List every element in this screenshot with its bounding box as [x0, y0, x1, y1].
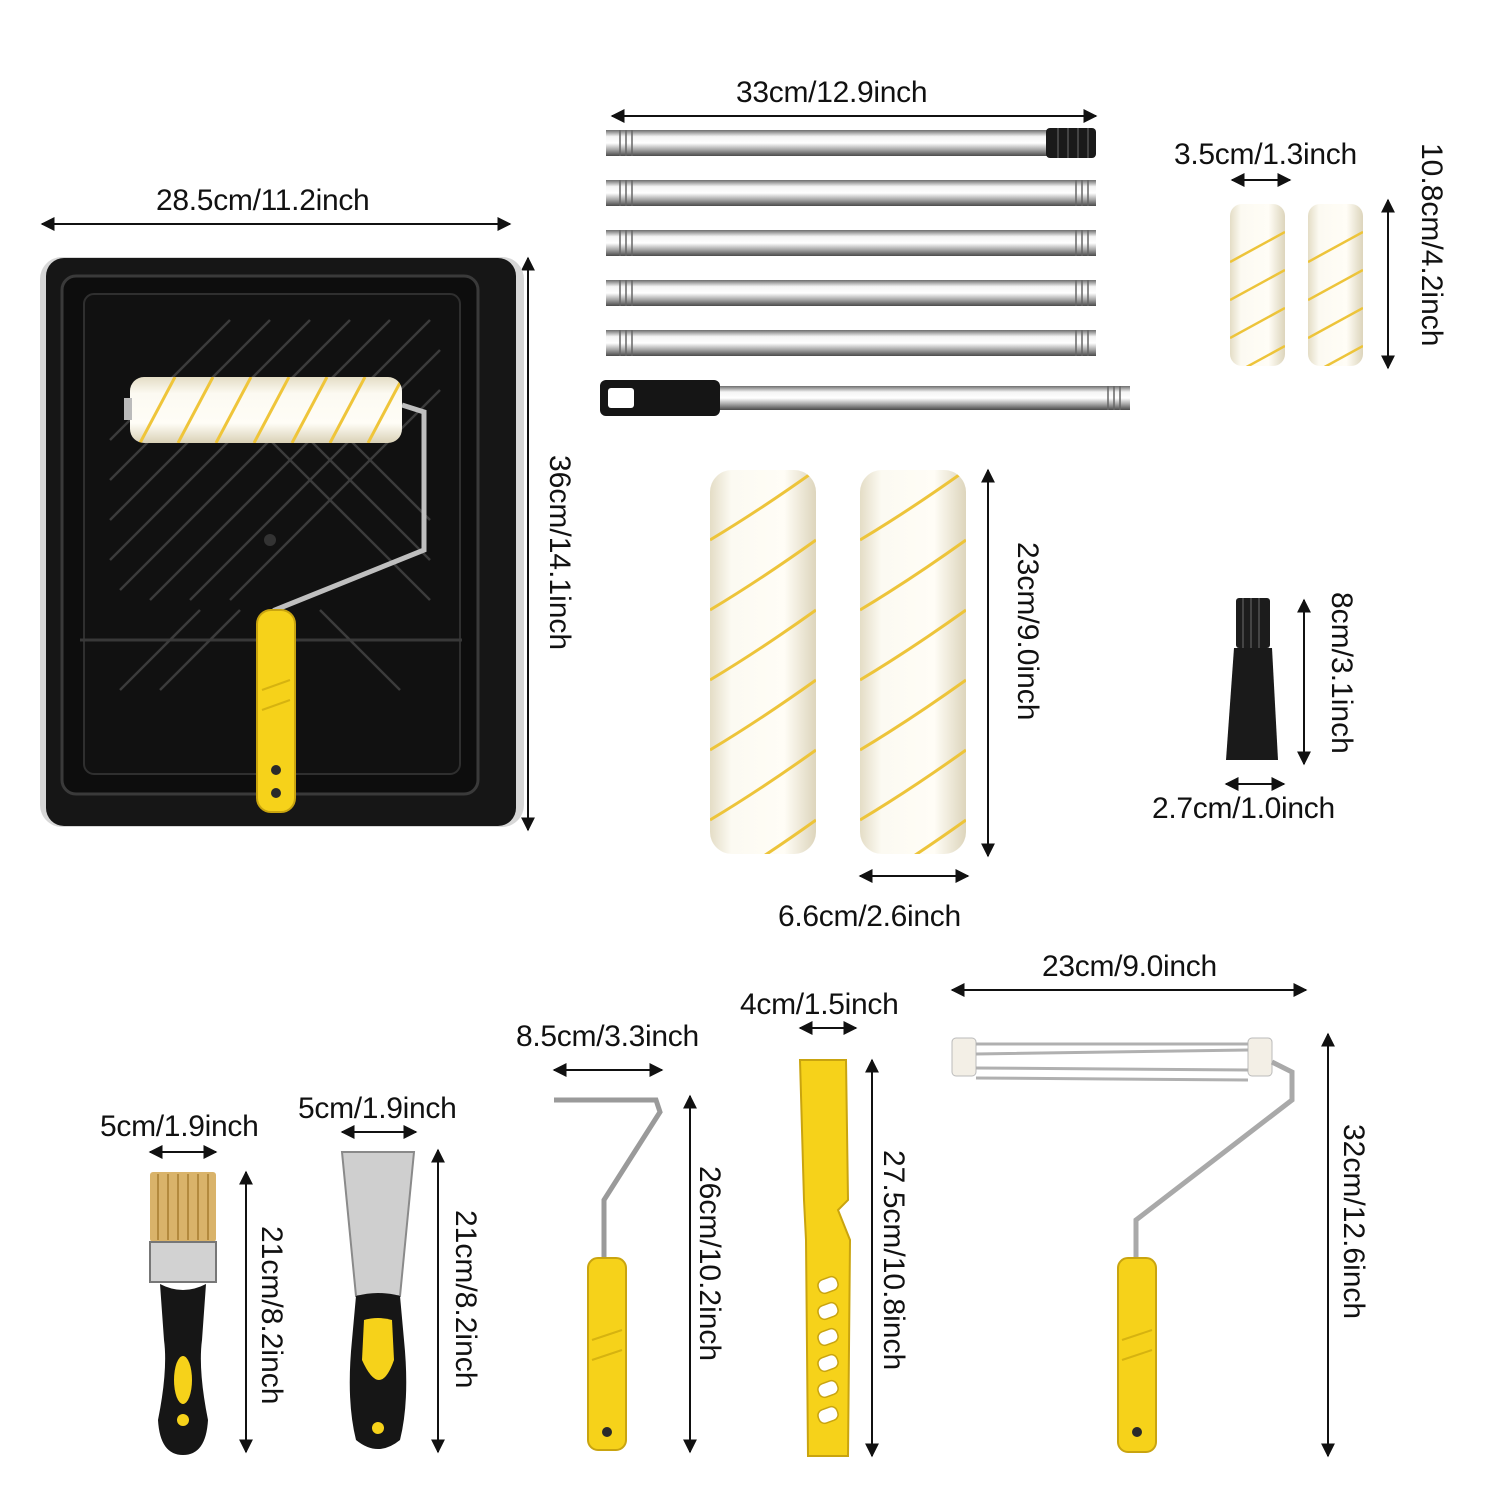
tray-width-label: 28.5cm/11.2inch [156, 184, 370, 217]
pole-length-label: 33cm/12.9inch [736, 76, 928, 109]
roller-cover-height-label: 23cm/9.0inch [1011, 542, 1044, 721]
paint-roller-on-tray [124, 377, 427, 813]
stirrer-width-label: 4cm/1.5inch [740, 988, 899, 1021]
brush-height-label: 21cm/8.2inch [255, 1226, 288, 1405]
adapter-height-label: 8cm/3.1inch [1325, 592, 1358, 754]
mini-roller-width-label: 3.5cm/1.3inch [1174, 138, 1357, 171]
mini-roller-height-label: 10.8cm/4.2inch [1415, 143, 1448, 347]
tray-height-label: 36cm/14.1inch [543, 455, 576, 651]
dimension-arrows [40, 109, 1395, 1458]
mini-frame-height-label: 26cm/10.2inch [693, 1166, 726, 1362]
mini-roller-frame [554, 1097, 663, 1451]
mini-frame-width-label: 8.5cm/3.3inch [516, 1020, 699, 1053]
stirrer-height-label: 27.5cm/10.8inch [877, 1150, 910, 1371]
roller-covers [710, 470, 966, 854]
frame-height-label: 32cm/12.6inch [1337, 1124, 1370, 1320]
mini-roller-covers [1230, 204, 1363, 366]
pole-adapter [1226, 598, 1278, 760]
roller-cover-width-label: 6.6cm/2.6inch [778, 900, 961, 933]
extension-poles [600, 128, 1130, 416]
cage-roller-frame [951, 1037, 1295, 1453]
adapter-width-label: 2.7cm/1.0inch [1152, 792, 1335, 825]
paint-brush [149, 1172, 217, 1455]
paint-stirrer [798, 1059, 852, 1457]
brush-width-label: 5cm/1.9inch [100, 1110, 259, 1143]
frame-width-label: 23cm/9.0inch [1042, 950, 1217, 983]
putty-knife [340, 1151, 416, 1449]
scraper-height-label: 21cm/8.2inch [449, 1210, 482, 1389]
scraper-width-label: 5cm/1.9inch [298, 1092, 457, 1125]
